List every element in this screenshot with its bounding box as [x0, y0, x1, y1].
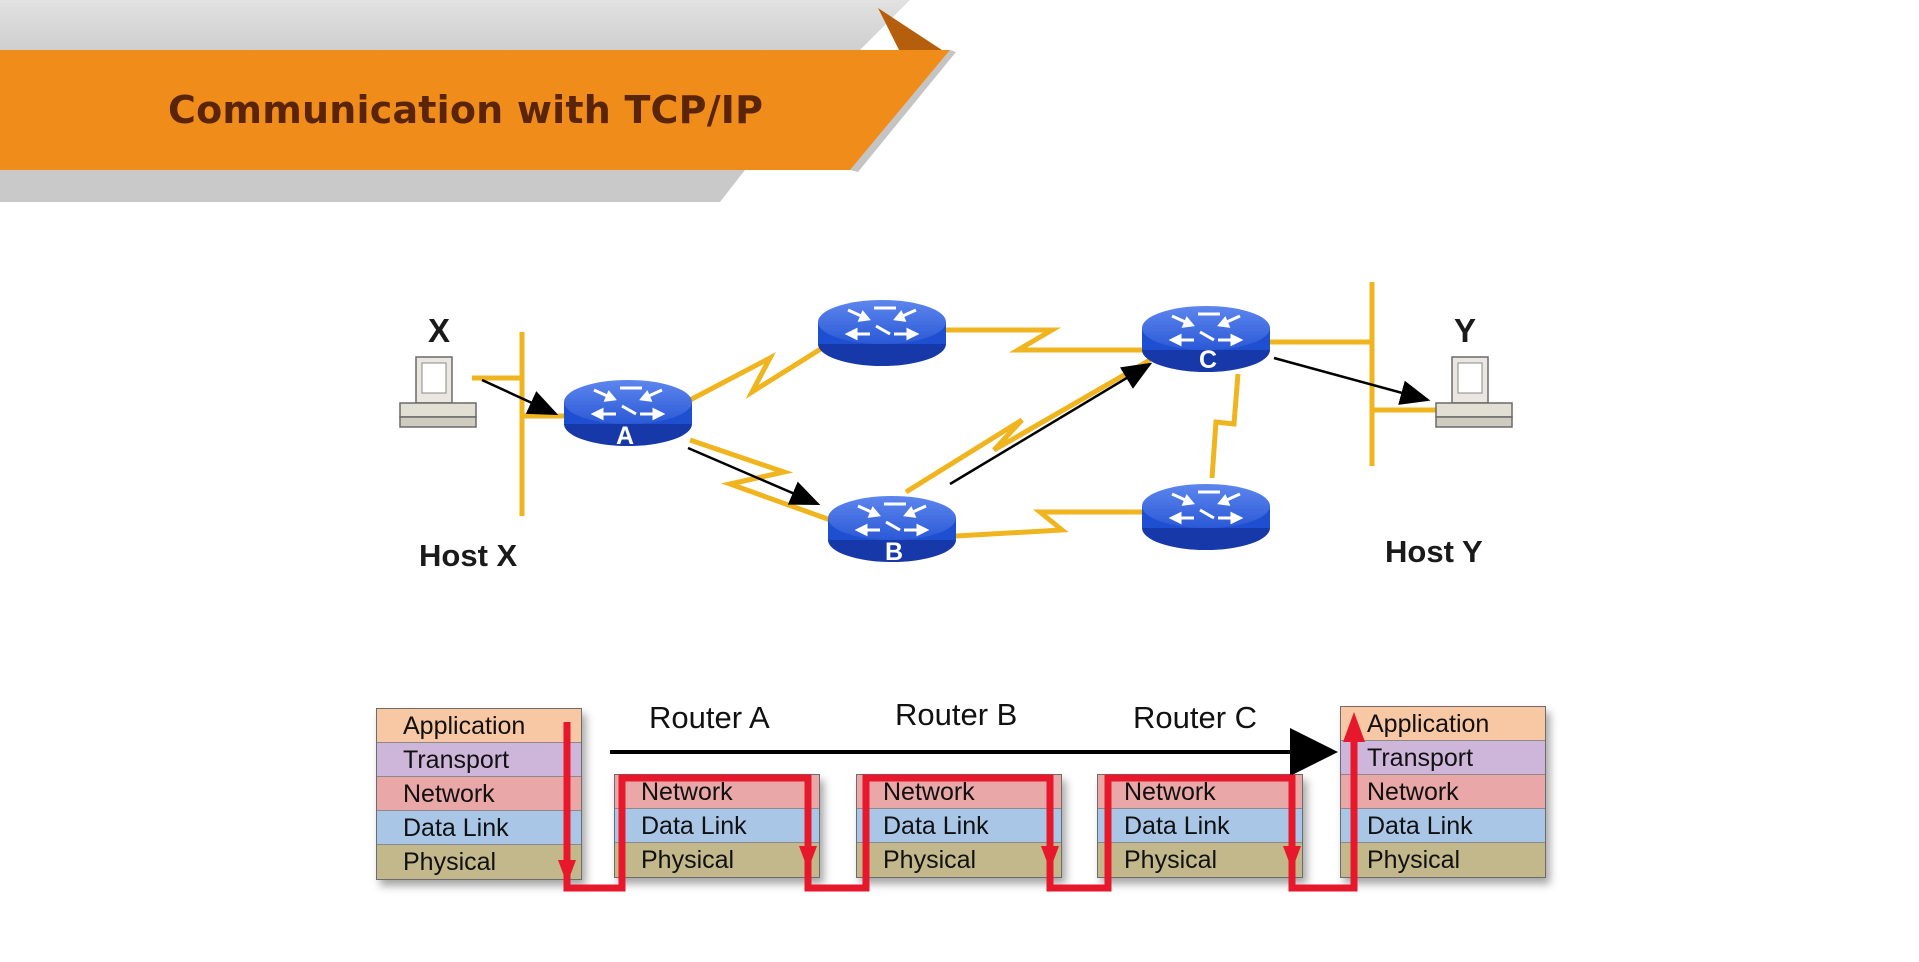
router-bottom-icon	[1140, 482, 1272, 552]
host-y-stack: Application Transport Network Data Link …	[1340, 706, 1546, 878]
layer-transport: Transport	[377, 743, 581, 777]
slide-title: Communication with TCP/IP	[168, 88, 764, 132]
router-c-name: Router C	[1133, 700, 1258, 735]
serial-link-a-top	[688, 337, 837, 403]
layer-physical: Physical	[857, 843, 1061, 877]
router-top-icon	[816, 298, 948, 368]
layer-physical: Physical	[1098, 843, 1302, 877]
router-b-label: B	[885, 538, 903, 566]
router-b-stack: Network Data Link Physical	[856, 774, 1062, 878]
layer-application: Application	[1341, 707, 1545, 741]
ethernet-link-x	[472, 332, 580, 516]
layer-network: Network	[1098, 775, 1302, 809]
router-b-name: Router B	[895, 697, 1018, 732]
router-c-label: C	[1199, 346, 1217, 374]
serial-link-b-c	[904, 357, 1152, 495]
ethernet-link-y	[1268, 282, 1440, 466]
layer-physical: Physical	[1341, 843, 1545, 877]
host-x-letter: X	[428, 312, 450, 349]
layer-network: Network	[857, 775, 1061, 809]
path-arrow-c-y	[1273, 356, 1431, 405]
layer-network: Network	[377, 777, 581, 811]
layer-physical: Physical	[377, 845, 581, 879]
host-x-stack: Application Transport Network Data Link …	[376, 708, 582, 880]
serial-link-c-bottom	[1209, 373, 1241, 479]
router-c-stack: Network Data Link Physical	[1097, 774, 1303, 878]
path-arrow-x-a	[481, 378, 559, 416]
path-arrow-a-b	[687, 446, 821, 506]
layer-data-link: Data Link	[1098, 809, 1302, 843]
host-x-computer-icon	[399, 356, 477, 428]
serial-link-top-c	[944, 327, 1144, 353]
router-a-stack: Network Data Link Physical	[614, 774, 820, 878]
title-banner	[0, 0, 956, 202]
router-a-label: A	[616, 422, 634, 450]
host-y-letter: Y	[1454, 312, 1476, 349]
layer-data-link: Data Link	[1341, 809, 1545, 843]
path-arrow-b-c	[949, 362, 1153, 486]
layer-network: Network	[1341, 775, 1545, 809]
host-x-caption: Host X	[419, 538, 518, 573]
serial-link-b-bottom	[955, 509, 1146, 539]
layer-data-link: Data Link	[615, 809, 819, 843]
layer-data-link: Data Link	[857, 809, 1061, 843]
layer-application: Application	[377, 709, 581, 743]
layer-transport: Transport	[1341, 741, 1545, 775]
layer-data-link: Data Link	[377, 811, 581, 845]
router-a-name: Router A	[649, 700, 770, 735]
host-y-computer-icon	[1435, 356, 1513, 428]
layer-network: Network	[615, 775, 819, 809]
host-y-caption: Host Y	[1385, 534, 1483, 569]
layer-physical: Physical	[615, 843, 819, 877]
